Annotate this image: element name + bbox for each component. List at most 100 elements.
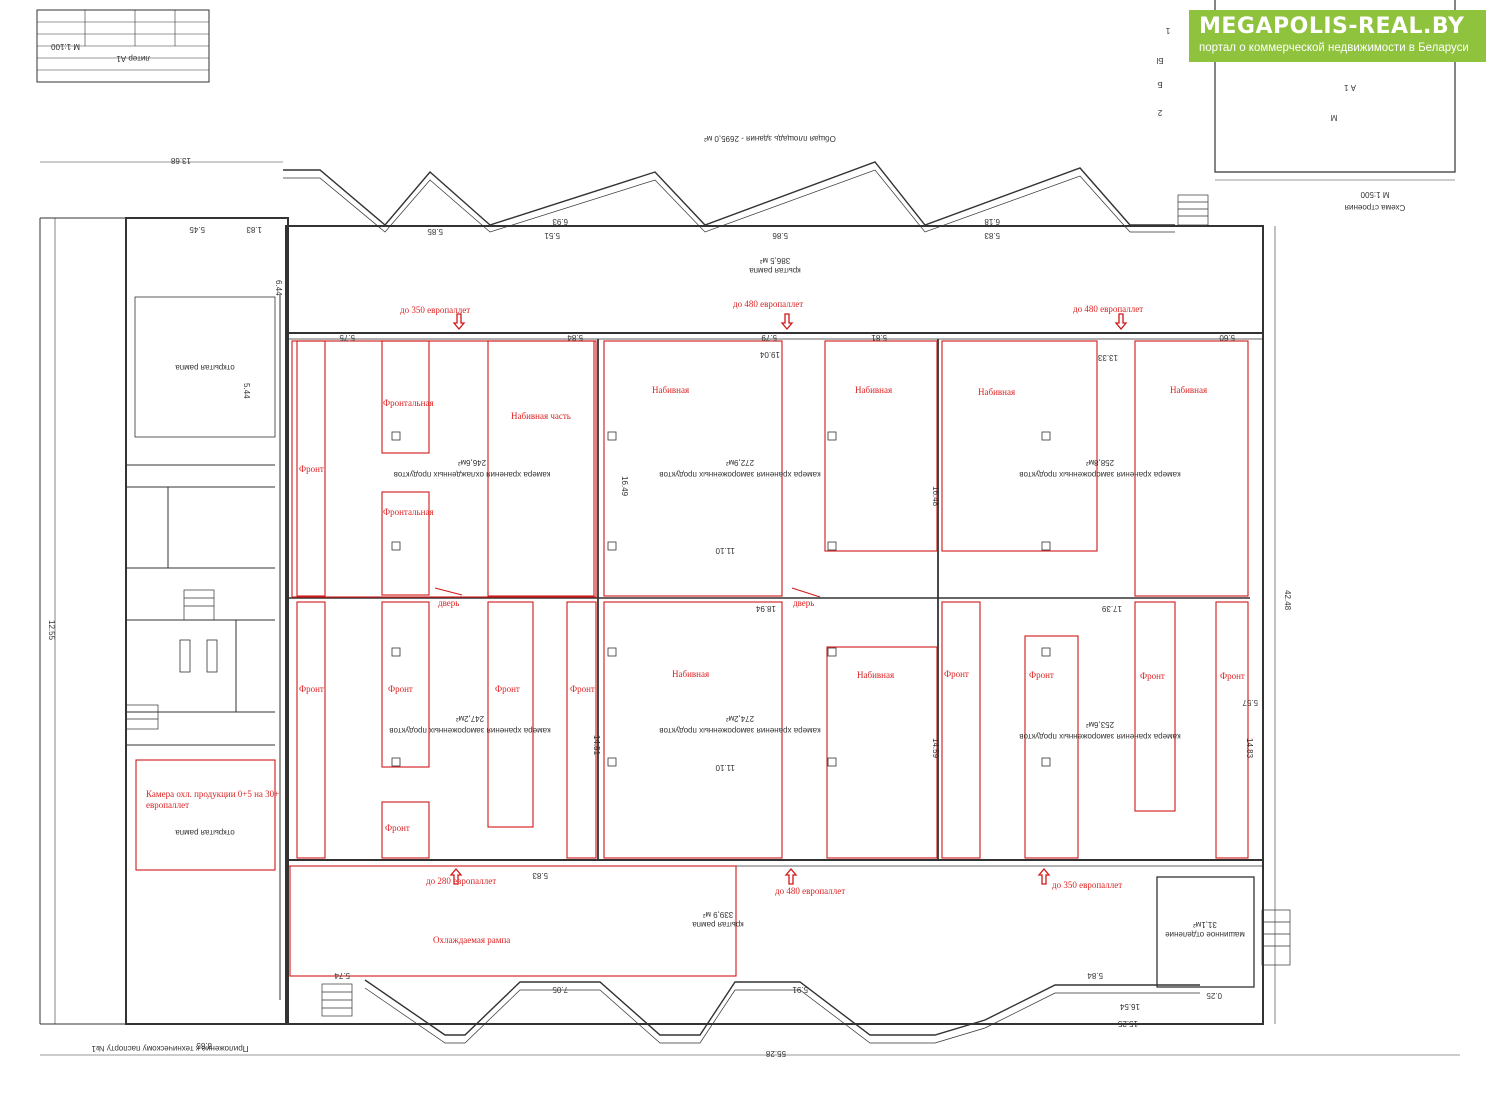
columns	[179, 431, 1051, 767]
machine-room-area: 31,1м²	[1193, 920, 1217, 929]
open-ramp-name: открытая рампа	[175, 363, 235, 372]
dimension-value: 5.60	[1219, 333, 1235, 342]
loading-arrows	[449, 313, 1128, 885]
zone-label: Фронт	[299, 684, 324, 694]
dimension-value: 5.83	[984, 231, 1000, 240]
dimension-numbers: 5.85 5.51 6.93 5.86 6.18 5.83 5.84 5.79 …	[47, 156, 1292, 1058]
dimension-value: 17.39	[1101, 604, 1122, 613]
dimension-value: 5.74	[334, 971, 350, 980]
dimension-value: 11.10	[715, 763, 735, 772]
dimension-value: 42.48	[1283, 590, 1292, 611]
zone-label: Фронт	[570, 684, 595, 694]
door-label: дверь	[438, 598, 459, 608]
zone-label: Набивная	[855, 385, 892, 395]
room-area: 246,6м²	[458, 458, 487, 467]
fraction-top: 2	[1157, 108, 1162, 117]
dimension-value: 5.75	[339, 333, 355, 342]
zone-label: Набивная	[672, 669, 709, 679]
dimension-value: 16.48	[931, 486, 940, 507]
storage-zones	[135, 340, 1249, 977]
dimension-value: 11.10	[715, 546, 735, 555]
dimension-value: 5.57	[1242, 698, 1258, 707]
dimension-value: 5.81	[871, 333, 887, 342]
liter-m-label: М	[1330, 113, 1337, 122]
dimension-value: 8.85	[196, 1041, 212, 1050]
fraction-mid: Б	[1157, 80, 1162, 89]
zone-label: Фронтальная	[383, 398, 434, 408]
zone-label: Фронт	[388, 684, 413, 694]
zone-label: Набивная	[857, 670, 894, 680]
dimension-value: 5.51	[544, 231, 560, 240]
room-area: 247,2м²	[456, 714, 485, 723]
room-area: 272,9м²	[726, 458, 755, 467]
brand-tagline: портал о коммерческой недвижимости в Бел…	[1199, 42, 1469, 54]
dimension-value: 16.54	[1119, 1002, 1140, 1011]
room-name: камера хранения замороженных продуктов	[389, 726, 550, 735]
dimension-value: 55.28	[765, 1049, 786, 1058]
room-name: камера хранения замороженных продуктов	[1019, 470, 1180, 479]
room-area: 274,2м²	[726, 714, 755, 723]
dimension-value: 19.04	[759, 350, 780, 359]
dimension-value: 6.44	[274, 280, 283, 296]
machine-room-name: машинное отделение	[1165, 930, 1245, 939]
zone-label: Набивная	[978, 387, 1015, 397]
liter-label: А 1	[1343, 83, 1356, 92]
capacity-bottom-middle: до 480 европаллет	[775, 886, 845, 896]
capacity-top-middle: до 480 европаллет	[733, 299, 803, 309]
dimension-value: 15.25	[1117, 1019, 1138, 1028]
dimension-value: 7.05	[552, 985, 568, 994]
dimension-value: 14.59	[931, 738, 940, 759]
room-area: 258,8м²	[1086, 458, 1115, 467]
room-name: камера хранения замороженных продуктов	[659, 726, 820, 735]
zone-label: Набивная	[652, 385, 689, 395]
door-label: дверь	[793, 598, 814, 608]
dimension-value: 5.91	[792, 985, 808, 994]
dimension-value: 16.49	[620, 476, 629, 497]
dimension-value: 13.33	[1097, 353, 1118, 362]
zone-label: Фронт	[1140, 671, 1165, 681]
capacity-top-left: до 350 европаллет	[400, 305, 470, 315]
chilled-chamber-label: Камера охл. продукции 0+5 на 30+	[146, 789, 279, 799]
room-name: камера хранения охлажденных продуктов	[394, 470, 551, 479]
zone-label: Фронт	[1029, 670, 1054, 680]
title-block: М 1:100 литер А1	[36, 9, 210, 83]
zone-label: Фронт	[495, 684, 520, 694]
cooled-ramp-label: Охлаждаемая рампа	[433, 935, 510, 945]
plan-footer: Приложение к техническому паспорту №1	[91, 1044, 248, 1053]
dimension-value: 6.93	[552, 217, 568, 226]
brand-name: MEGAPOLIS-REAL.BY	[1199, 14, 1465, 39]
bottom-canopy-zigzag	[364, 979, 1200, 1044]
zone-label: Фронт	[299, 464, 324, 474]
zone-label: Фронт	[385, 823, 410, 833]
capacity-notes: до 350 европаллет до 480 европаллет до 4…	[400, 299, 1143, 896]
chilled-chamber-label-2: европаллет	[146, 800, 189, 810]
mirrored-plan-texts: Общая площадь здания - 2695,0 м² Приложе…	[91, 26, 1405, 1053]
zone-label: Набивная	[1170, 385, 1207, 395]
dimension-value: 5.84	[567, 333, 583, 342]
dimension-value: 1.83	[246, 225, 262, 234]
zone-label: Фронт	[944, 669, 969, 679]
ramp-area: 339,9 м²	[702, 910, 733, 919]
capacity-top-right: до 480 европаллет	[1073, 304, 1143, 314]
ramp-area: 386,5 м²	[759, 256, 790, 265]
dimension-value: 5.79	[761, 333, 777, 342]
room-area: 253,6м²	[1086, 720, 1115, 729]
open-ramp-name: открытая рампа	[175, 828, 235, 837]
zone-labels: Фронт Фронтальная Фронтальная Набивная ч…	[146, 385, 1245, 945]
ramp-name: крытая рампа	[749, 266, 801, 275]
dimension-value: 12.55	[47, 620, 56, 641]
capacity-bottom-right: до 350 европаллет	[1052, 880, 1122, 890]
schema-scale: М 1:500	[1360, 190, 1389, 199]
dimension-value: 5.86	[772, 231, 788, 240]
schema-title: Схема строения	[1345, 203, 1406, 212]
zone-label: Фронтальная	[383, 507, 434, 517]
top-canopy-zigzag	[283, 161, 1175, 233]
dimension-value: 13.68	[170, 156, 191, 165]
room-name: камера хранения замороженных продуктов	[1019, 732, 1180, 741]
interior-walls	[126, 0, 1456, 1000]
zone-label: Фронт	[1220, 671, 1245, 681]
dimension-value: 6.18	[984, 217, 1000, 226]
dimension-value: 5.44	[242, 383, 251, 399]
dimension-value: 0.25	[1206, 991, 1222, 1000]
brand-banner[interactable]: MEGAPOLIS-REAL.BY портал о коммерческой …	[1189, 10, 1486, 62]
